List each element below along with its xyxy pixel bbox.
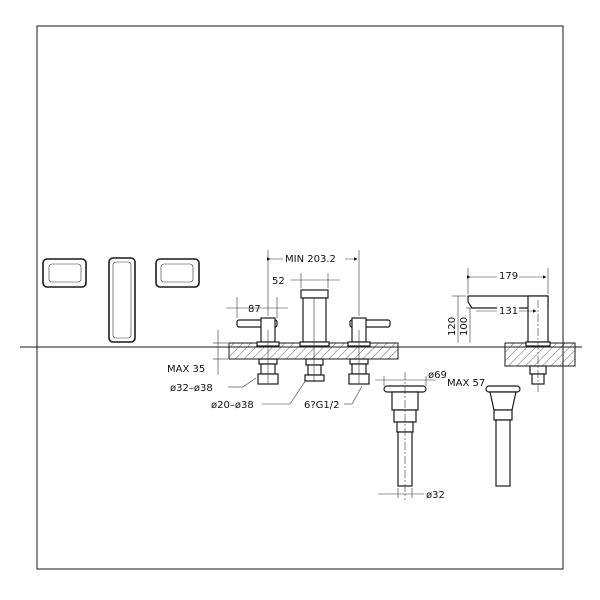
right-handle-top-view: [155, 258, 200, 288]
top-view: [42, 257, 200, 343]
callout-supply-range: ø20–ø38: [211, 379, 307, 411]
dim-drain-flange-label: ø69: [428, 370, 447, 381]
dim-max-deck: MAX 35: [167, 330, 228, 375]
dim-drain-max-label: MAX 57: [447, 378, 485, 389]
callout-hole-range-label: ø32–ø38: [170, 383, 213, 394]
side-view: 179 131 120 100: [447, 268, 576, 392]
callout-supply-range-label: ø20–ø38: [211, 400, 254, 411]
drawing-frame: [36, 25, 564, 570]
dim-side-reach-label: 131: [499, 306, 518, 317]
drain-side: [485, 385, 521, 487]
dim-max-deck-label: MAX 35: [167, 364, 205, 375]
callout-thread: 6?G1/2: [304, 385, 363, 411]
dim-spout-width: 52: [272, 273, 340, 288]
callout-thread-label: 6?G1/2: [304, 400, 340, 411]
dim-drain-tail-label: ø32: [426, 490, 445, 501]
drain-front: ø69 ø32: [375, 370, 447, 501]
dim-min-spread: MIN 203.2: [267, 250, 360, 316]
spout-top-view: [108, 257, 136, 343]
dim-handle-width-label: 87: [248, 304, 261, 315]
dim-side-height2-label: 100: [459, 317, 470, 336]
front-view: MIN 203.2 52 87 MAX 35 ø32–ø38: [167, 250, 399, 411]
center-spout: [299, 289, 330, 382]
left-valve: [236, 317, 280, 385]
dim-side-height-label: 120: [447, 317, 458, 336]
callout-hole-range: ø32–ø38: [170, 377, 257, 394]
dim-spout-width-label: 52: [272, 276, 285, 287]
right-valve: [347, 317, 391, 385]
dim-handle-width: 87: [226, 297, 288, 318]
dim-min-spread-label: MIN 203.2: [285, 254, 336, 265]
dim-side-width-label: 179: [499, 271, 518, 282]
left-handle-top-view: [42, 258, 87, 288]
